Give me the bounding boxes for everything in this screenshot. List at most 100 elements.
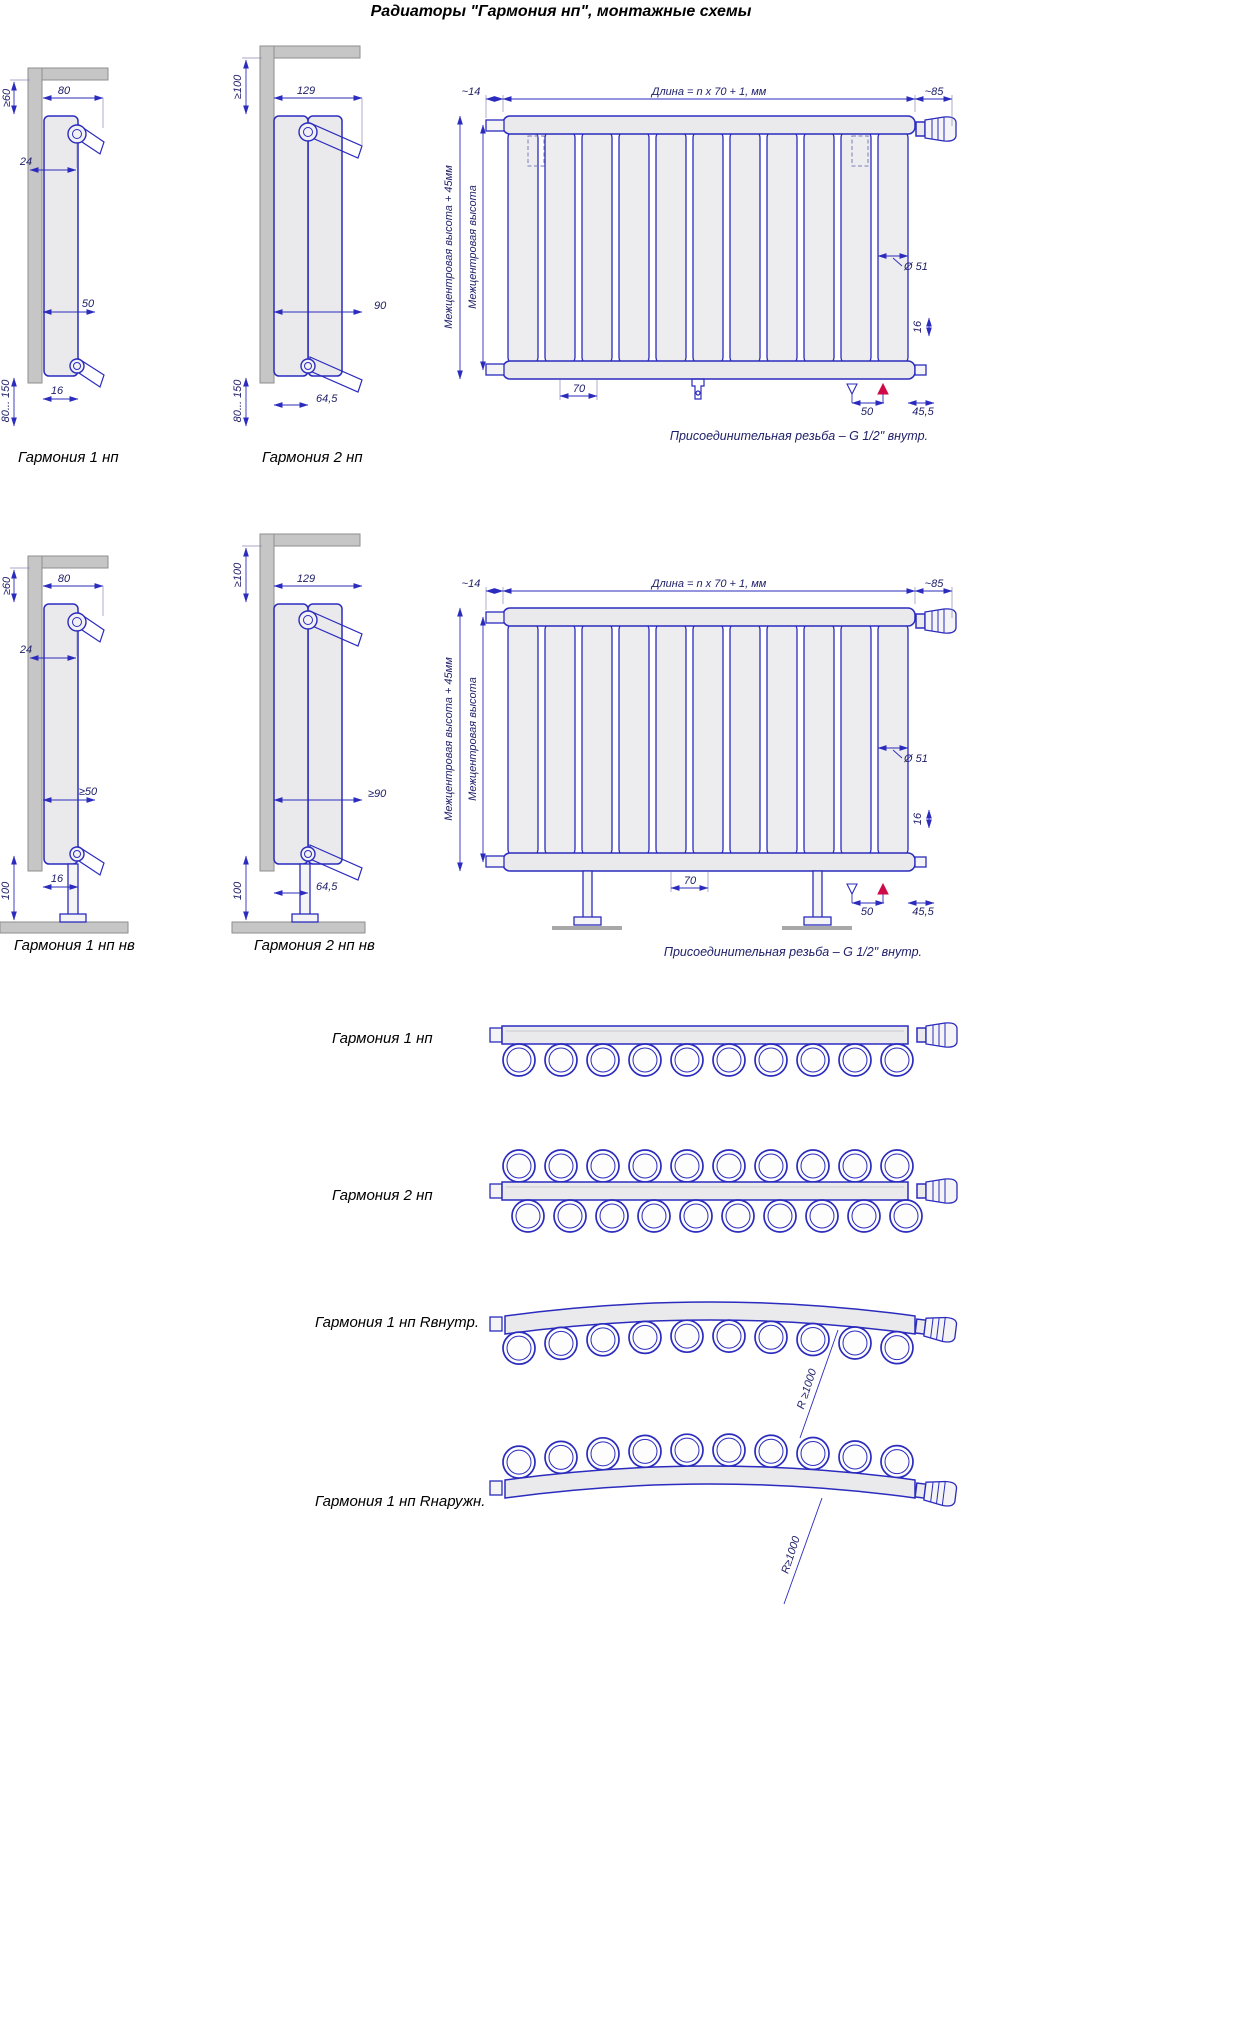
- tube-ring: [805, 1199, 839, 1233]
- dim-tilde-14: ~14: [462, 86, 481, 98]
- tube-ring-inner: [716, 1153, 742, 1179]
- tube-ring-inner: [590, 1441, 616, 1467]
- dim-tilde-14: ~14: [462, 578, 481, 590]
- dim-16: 16: [912, 320, 924, 333]
- diagram-label: Гармония 2 нп: [262, 449, 363, 466]
- floor: [0, 921, 129, 934]
- dim-tilde-85: ~85: [925, 578, 945, 590]
- radiator-tube: [840, 621, 872, 858]
- tube-ring-inner: [557, 1203, 583, 1229]
- valve-symbol-triangle: [846, 883, 858, 896]
- leg-foot: [59, 913, 87, 923]
- tube-ring-inner: [590, 1327, 616, 1353]
- tube-ring: [847, 1199, 881, 1233]
- radiator-tube: [507, 621, 539, 858]
- radiator-tubes: [507, 621, 909, 858]
- dim-50: 50: [82, 298, 95, 310]
- tube-ring: [880, 1043, 914, 1077]
- front-view-floor-geometry: [485, 607, 957, 930]
- tube-ring: [889, 1199, 923, 1233]
- tube-ring-inner: [758, 1324, 784, 1350]
- dim-50: 50: [861, 906, 874, 918]
- tube-ring-inner: [548, 1330, 574, 1356]
- header-bottom: [502, 852, 916, 872]
- radiator-tube: [655, 621, 687, 858]
- tube-ring: [838, 1149, 872, 1183]
- dim-diameter-51: Ø 51: [903, 261, 928, 273]
- drain-plug: [914, 856, 927, 868]
- tube-ring-inner: [716, 1047, 742, 1073]
- tube-ring: [796, 1322, 830, 1357]
- tube-ring-inner: [800, 1327, 826, 1353]
- leader-line: [892, 257, 903, 267]
- curved-header-bar: [504, 1465, 916, 1499]
- leg-foot: [803, 916, 832, 926]
- dim-length-formula: Длина = n x 70 + 1, мм: [650, 578, 767, 590]
- tube-ring: [754, 1043, 788, 1077]
- red-marker-triangle: [877, 382, 889, 395]
- tube-ring: [712, 1149, 746, 1183]
- side-view-1np-nv-geometry: [0, 555, 129, 934]
- dim-129: 129: [297, 85, 315, 97]
- leg-foot: [291, 913, 319, 923]
- side-view-1np-dimensions: ≥60 80 24 50 16 80... 150: [0, 79, 104, 427]
- radiator-tube: [581, 129, 613, 366]
- tube-ring: [721, 1199, 755, 1233]
- dim-70: 70: [573, 383, 586, 395]
- tube-ring-inner: [548, 1047, 574, 1073]
- diagram-label: Гармония 1 нп Rнаружн.: [315, 1493, 485, 1510]
- header-bar: [501, 1025, 909, 1045]
- bracket-hole: [695, 390, 701, 396]
- wall: [27, 67, 43, 384]
- curved-header-bar: [504, 1301, 916, 1335]
- tube-ring: [754, 1149, 788, 1183]
- diagram-label: Гармония 1 нп нв: [14, 937, 135, 954]
- tube-ring-inner: [632, 1438, 658, 1464]
- dim-ge90: ≥90: [368, 788, 387, 800]
- diagram-label: Гармония 1 нп: [18, 449, 119, 466]
- tube-ring-inner: [632, 1153, 658, 1179]
- radiator-tube: [618, 621, 650, 858]
- tube-ring: [712, 1043, 746, 1077]
- tube-ring-inner: [674, 1323, 700, 1349]
- diagram-label: Гармония 2 нп нв: [254, 937, 375, 954]
- dim-24: 24: [19, 644, 32, 656]
- radiator-tube: [766, 129, 798, 366]
- diagram-label: Гармония 2 нп: [332, 1187, 433, 1204]
- end-cap: [489, 1183, 503, 1199]
- tube-ring: [502, 1445, 536, 1480]
- tube-ring-inner: [767, 1203, 793, 1229]
- radiator-tube: [692, 621, 724, 858]
- tube-ring: [544, 1149, 578, 1183]
- header-bottom: [502, 360, 916, 380]
- radius-note: R ≥1000: [795, 1367, 820, 1411]
- tube-ring-inner: [842, 1330, 868, 1356]
- tube-ring-inner: [800, 1153, 826, 1179]
- tube-ring: [544, 1043, 578, 1077]
- tube-ring-inner: [884, 1335, 910, 1361]
- valve-circle: [298, 610, 318, 630]
- valve-circle: [300, 846, 316, 862]
- top-view-garmoniya-2np: Гармония 2 нп: [332, 1149, 958, 1233]
- floor-leg: [67, 863, 79, 917]
- tube-ring-inner: [725, 1203, 751, 1229]
- wall: [27, 555, 43, 872]
- dim-70: 70: [684, 875, 697, 887]
- tube-ring: [670, 1149, 704, 1183]
- radiator-tube: [803, 129, 835, 366]
- dim-64-5: 64,5: [316, 393, 338, 405]
- dim-16: 16: [51, 873, 64, 885]
- tube-ring: [796, 1149, 830, 1183]
- tube-ring: [511, 1199, 545, 1233]
- tube-ring: [796, 1043, 830, 1077]
- side-view-garmoniya-2np: ≥100 129 90 64,5 80... 150 Гармония 2 нп: [232, 45, 387, 466]
- tube-ring: [754, 1434, 788, 1469]
- diagram-label: Гармония 1 нп: [332, 1030, 433, 1047]
- dim-center-height: Межцентровая высота: [467, 677, 479, 801]
- side-view-2np-nv-dimensions: ≥100 129 ≥90 64,5 100: [232, 545, 387, 921]
- radiator-column: [43, 603, 79, 865]
- radiator-tube: [507, 129, 539, 366]
- tube-ring-inner: [800, 1441, 826, 1467]
- side-view-1np-nv-dimensions: ≥60 80 24 ≥50 16 100: [0, 567, 104, 921]
